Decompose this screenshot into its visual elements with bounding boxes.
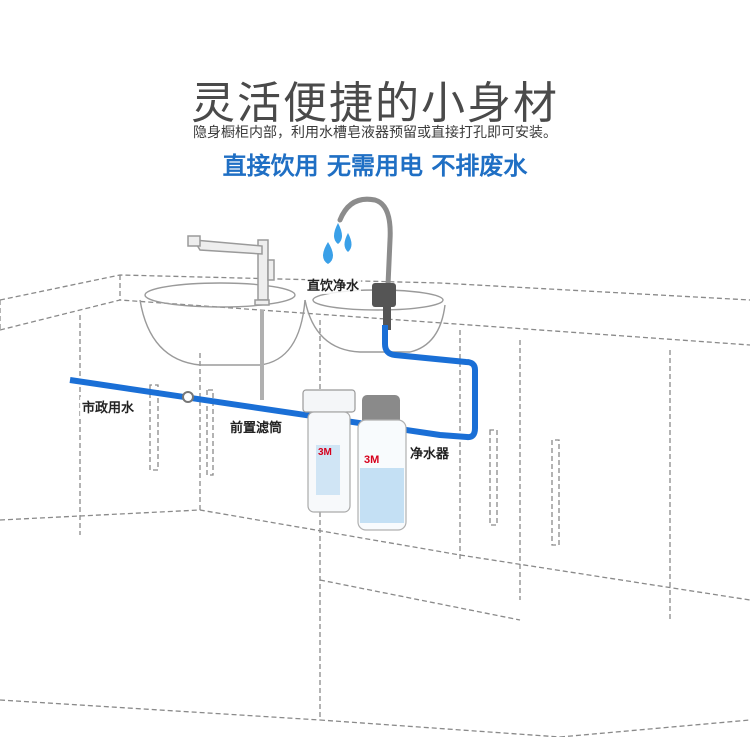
label-drinking-water: 直饮净水 (305, 275, 362, 294)
drinking-faucet (337, 196, 393, 288)
label-municipal-water: 市政用水 (80, 397, 137, 416)
water-drops-icon (323, 223, 352, 264)
sink-faucet (187, 235, 275, 400)
prefilter-canister: 3M (302, 389, 356, 513)
water-pipe (69, 325, 478, 441)
brand-logo: 3M (364, 454, 379, 466)
page-title: 灵活便捷的小身材 (191, 78, 559, 130)
label-prefilter: 前置滤筒 (228, 417, 285, 436)
feature-highlight: 直接饮用 无需用电 不排废水 (222, 152, 528, 180)
brand-logo: 3M (318, 447, 332, 458)
label-purifier: 净水器 (408, 443, 452, 462)
page-subtitle: 隐身橱柜内部，利用水槽皂液器预留或直接打孔即可安装。 (193, 125, 557, 141)
purifier-canister: 3M (357, 395, 407, 531)
